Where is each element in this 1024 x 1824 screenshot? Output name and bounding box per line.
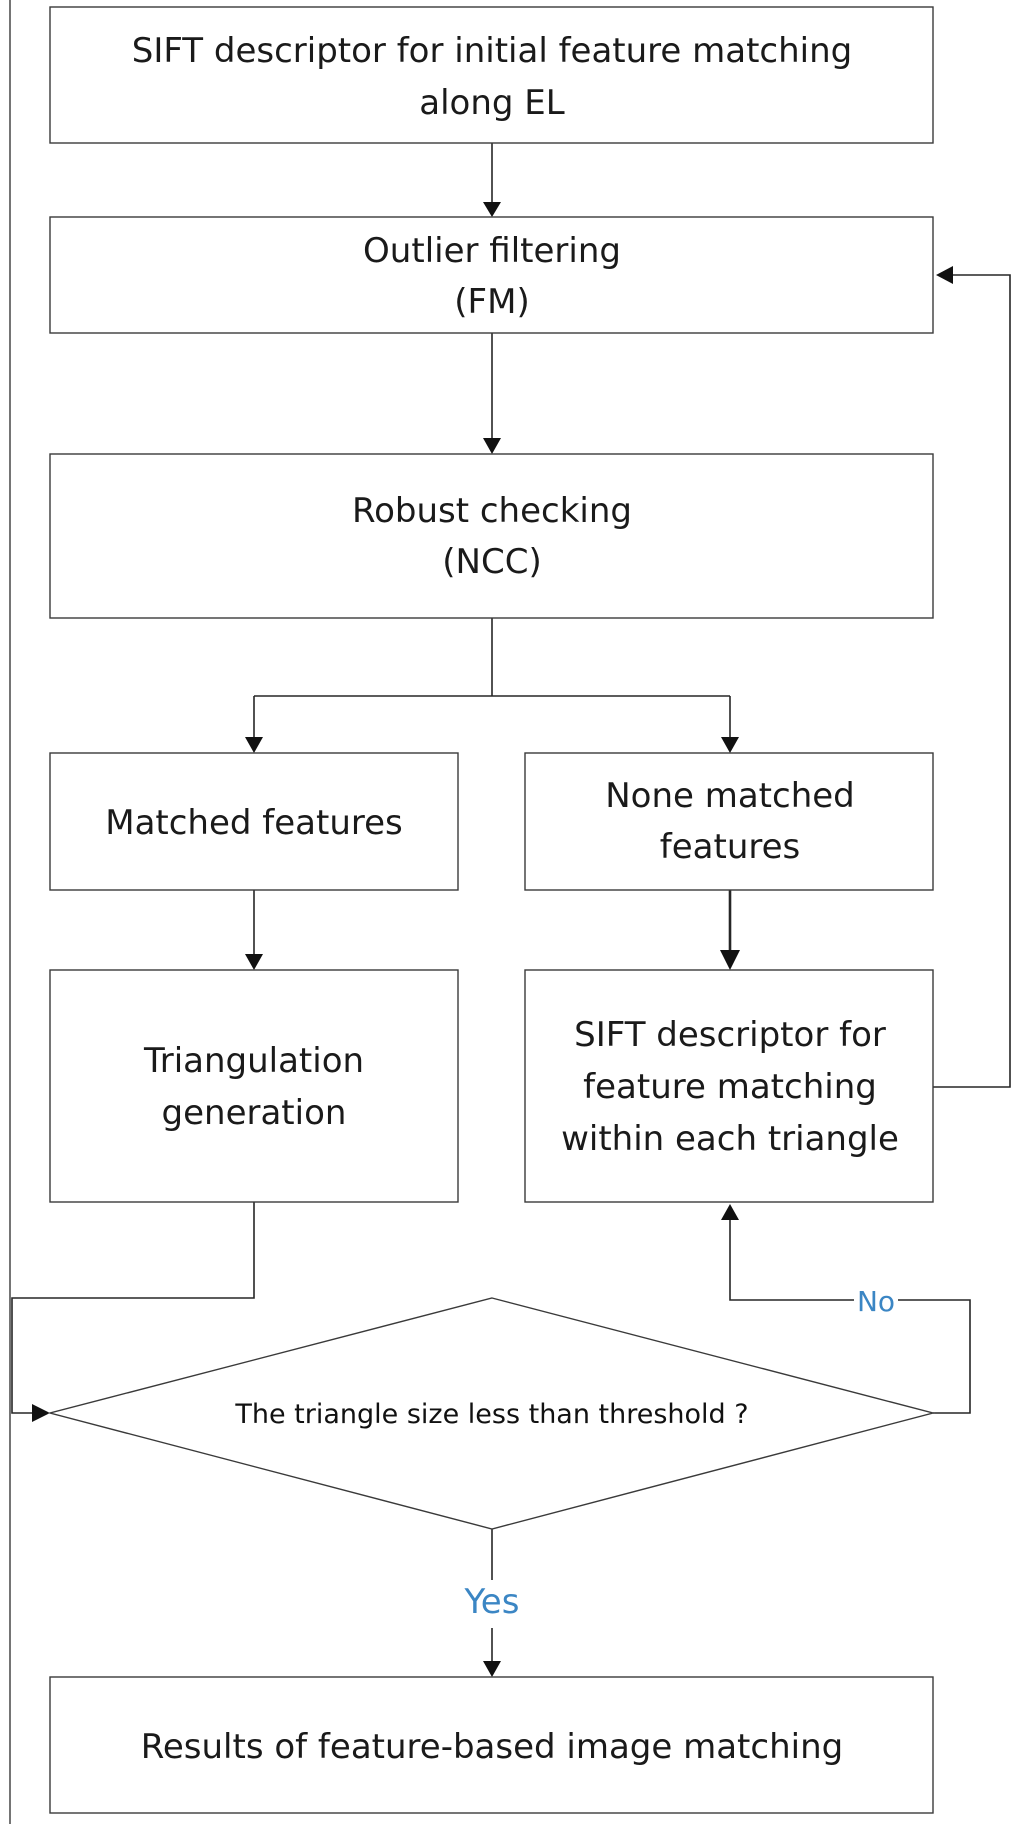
connector-sift-triangle-loop-back bbox=[933, 274, 1011, 1088]
node-none-matched-features: None matched features bbox=[524, 752, 934, 891]
node-outlier-filtering: Outlier filtering (FM) bbox=[49, 216, 934, 334]
connector-triangulation-to-decision bbox=[11, 1202, 255, 1414]
arrowhead-up-icon bbox=[721, 1204, 739, 1220]
node-sift-triangle-line2: feature matching bbox=[583, 1067, 877, 1107]
node-results: Results of feature-based image matching bbox=[49, 1676, 934, 1814]
decision-diamond bbox=[47, 1297, 936, 1530]
node-sift-triangle-line1: SIFT descriptor for bbox=[574, 1015, 886, 1055]
node-triangulation-line2: generation bbox=[162, 1093, 347, 1133]
arrowhead-right-icon bbox=[32, 1404, 50, 1422]
node-matched-line1: Matched features bbox=[105, 803, 403, 843]
node-sift-triangle-matching: SIFT descriptor for feature matching wit… bbox=[524, 969, 934, 1203]
node-outlier-line2: (FM) bbox=[454, 282, 529, 322]
branch-label-yes: Yes bbox=[464, 1582, 520, 1622]
arrowhead-down-icon bbox=[245, 737, 263, 753]
node-outlier-line1: Outlier filtering bbox=[363, 231, 621, 271]
decision-text: The triangle size less than threshold ? bbox=[234, 1399, 748, 1430]
node-triangulation-generation: Triangulation generation bbox=[49, 969, 459, 1203]
node-none-matched-line1: None matched bbox=[605, 776, 855, 816]
node-robust-line2: (NCC) bbox=[442, 542, 541, 582]
arrowhead-down-icon bbox=[721, 737, 739, 753]
connector-decision-no-part1 bbox=[898, 1299, 971, 1414]
node-results-line1: Results of feature-based image matching bbox=[141, 1727, 843, 1767]
arrowhead-down-icon bbox=[245, 954, 263, 970]
node-sift-initial-line2: along EL bbox=[419, 83, 565, 123]
node-decision-threshold: The triangle size less than threshold ? bbox=[47, 1297, 936, 1530]
branch-label-no: No bbox=[857, 1285, 895, 1318]
arrowhead-down-icon bbox=[720, 950, 740, 970]
arrowhead-down-icon bbox=[483, 202, 501, 217]
node-none-matched-line2: features bbox=[660, 827, 800, 867]
connector-decision-no-part2 bbox=[729, 1220, 854, 1301]
node-robust-line1: Robust checking bbox=[352, 491, 632, 531]
node-sift-initial-matching: SIFT descriptor for initial feature matc… bbox=[49, 6, 934, 144]
node-matched-features: Matched features bbox=[49, 752, 459, 891]
node-triangulation-line1: Triangulation bbox=[143, 1041, 364, 1081]
node-robust-checking: Robust checking (NCC) bbox=[49, 453, 934, 619]
node-sift-initial-line1: SIFT descriptor for initial feature matc… bbox=[132, 31, 853, 71]
arrowhead-left-icon bbox=[936, 266, 953, 284]
node-sift-triangle-line3: within each triangle bbox=[561, 1119, 899, 1159]
arrowhead-down-icon bbox=[483, 438, 501, 454]
arrowhead-down-icon bbox=[483, 1661, 501, 1677]
